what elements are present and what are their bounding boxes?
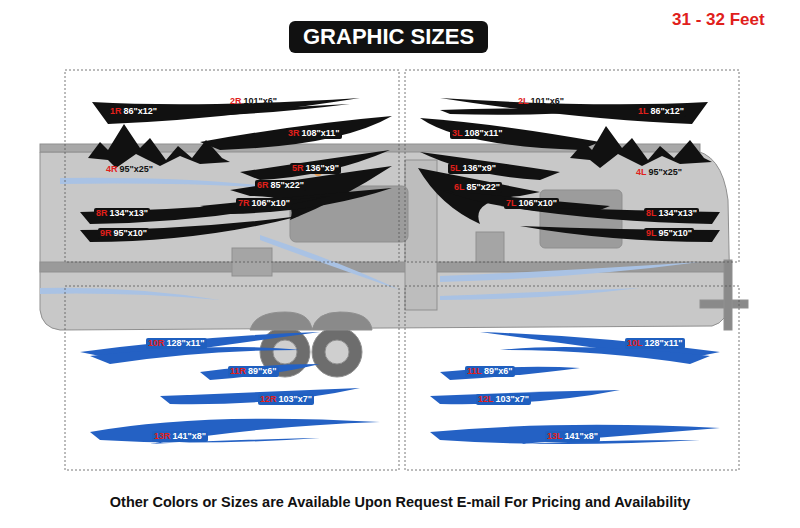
dimension: 141"x8" <box>565 431 599 442</box>
dimension: 136"x9" <box>463 163 497 174</box>
dimension: 128"x11" <box>167 338 205 349</box>
callout-number: 12L <box>478 394 494 405</box>
dimension: 134"x13" <box>110 208 149 219</box>
size-tag: 12L103"x7" <box>476 394 531 405</box>
size-tag: 3L108"x11" <box>450 128 505 139</box>
dimension: 136"x9" <box>306 163 340 174</box>
size-tag: 5L136"x9" <box>448 163 498 174</box>
callout-number: 9R <box>100 228 112 239</box>
size-tag: 3R108"x11" <box>286 128 342 139</box>
size-tag: 11L89"x6" <box>465 366 515 377</box>
dimension: 95"x10" <box>114 228 148 239</box>
dimension: 103"x7" <box>279 394 313 405</box>
callout-number: 3L <box>452 128 463 139</box>
size-tag: 13L141"x8" <box>545 431 600 442</box>
size-tag: 2R101"x6" <box>228 96 279 107</box>
dimension: 108"x11" <box>302 128 340 139</box>
size-tag: 4L95"x25" <box>634 167 684 178</box>
callout-number: 7R <box>238 198 250 209</box>
dimension: 95"x10" <box>659 228 693 239</box>
dimension: 89"x6" <box>484 366 513 377</box>
size-tag: 6L85"x22" <box>452 182 502 193</box>
dimension: 86"x12" <box>651 106 685 117</box>
size-tag: 8R134"x13" <box>94 208 150 219</box>
callout-number: 10L <box>627 338 643 349</box>
size-tag: 5R136"x9" <box>290 163 341 174</box>
callout-number: 10R <box>148 338 165 349</box>
callout-number: 4R <box>106 164 118 175</box>
size-tag: 6R85"x22" <box>255 180 306 191</box>
callout-number: 12R <box>260 394 277 405</box>
dimension: 106"x10" <box>519 198 558 209</box>
callout-number: 5R <box>292 163 304 174</box>
size-range: 31 - 32 Feet <box>672 10 765 30</box>
size-tag: 4R95"x25" <box>104 164 155 175</box>
callout-number: 7L <box>506 198 517 209</box>
size-tag: 8L134"x13" <box>644 208 699 219</box>
dimension: 101"x6" <box>244 96 278 107</box>
size-tag: 10R128"x11" <box>146 338 207 349</box>
callout-number: 11L <box>467 366 482 377</box>
size-tag: 11R89"x6" <box>228 366 279 377</box>
size-tag: 9L95"x10" <box>644 228 694 239</box>
callout-number: 13L <box>547 431 563 442</box>
caption: Other Colors or Sizes are Available Upon… <box>0 494 800 510</box>
callout-number: 8L <box>646 208 657 219</box>
callout-number: 2R <box>230 96 242 107</box>
dimension: 95"x25" <box>649 167 683 178</box>
dimension: 134"x13" <box>659 208 698 219</box>
size-tag: 10L128"x11" <box>625 338 685 349</box>
callout-number: 2L <box>518 96 529 107</box>
callout-number: 13R <box>154 431 171 442</box>
size-tag: 13R141"x8" <box>152 431 208 442</box>
dimension: 86"x12" <box>124 106 158 117</box>
dimension: 108"x11" <box>465 128 503 139</box>
dimension: 128"x11" <box>645 338 683 349</box>
dimension: 103"x7" <box>496 394 530 405</box>
size-tag: 12R103"x7" <box>258 394 314 405</box>
callout-number: 5L <box>450 163 461 174</box>
callout-number: 1R <box>110 106 122 117</box>
dimension: 141"x8" <box>173 431 207 442</box>
size-tag: 1L86"x12" <box>636 106 686 117</box>
size-tag: 9R95"x10" <box>98 228 149 239</box>
callout-number: 8R <box>96 208 108 219</box>
callout-number: 6L <box>454 182 465 193</box>
size-tag: 7L106"x10" <box>504 198 559 209</box>
size-tag: 7R106"x10" <box>236 198 292 209</box>
callout-number: 6R <box>257 180 269 191</box>
dimension: 89"x6" <box>248 366 277 377</box>
callout-number: 1L <box>638 106 649 117</box>
callout-number: 11R <box>230 366 246 377</box>
dimension: 85"x22" <box>271 180 305 191</box>
callout-number: 4L <box>636 167 647 178</box>
title-banner: GRAPHIC SIZES <box>289 21 488 53</box>
dimension: 106"x10" <box>252 198 291 209</box>
callout-number: 3R <box>288 128 300 139</box>
size-tag: 2L101"x6" <box>516 96 566 107</box>
callout-number: 9L <box>646 228 657 239</box>
dimension: 95"x25" <box>120 164 154 175</box>
dimension: 101"x6" <box>531 96 565 107</box>
dimension: 85"x22" <box>467 182 501 193</box>
size-tag: 1R86"x12" <box>108 106 159 117</box>
